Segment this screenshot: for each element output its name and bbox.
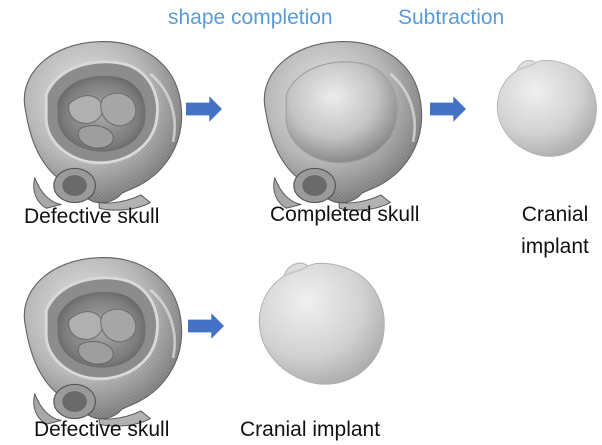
right-arrow-icon	[186, 96, 222, 122]
right-arrow-icon	[430, 96, 466, 122]
step-label-shape-completion: shape completion	[168, 6, 333, 30]
caption-completed-skull: Completed skull	[270, 203, 419, 227]
right-arrow-icon	[188, 313, 224, 339]
step-label-subtraction: Subtraction	[398, 6, 504, 30]
caption-cranial-implant-line1: Cranial	[510, 199, 600, 231]
defective-skull-image	[5, 36, 201, 212]
defective-skull-image	[5, 252, 201, 428]
cranial-implant-image	[254, 254, 390, 390]
caption-cranial-implant-line2: implant	[510, 231, 600, 263]
completed-skull-image	[245, 36, 441, 212]
caption-cranial-implant: Cranial implant	[510, 199, 600, 263]
caption-cranial-implant: Cranial implant	[240, 418, 380, 442]
caption-defective-skull: Defective skull	[34, 418, 169, 442]
caption-defective-skull: Defective skull	[24, 205, 159, 229]
cranial-implant-image	[493, 44, 601, 170]
